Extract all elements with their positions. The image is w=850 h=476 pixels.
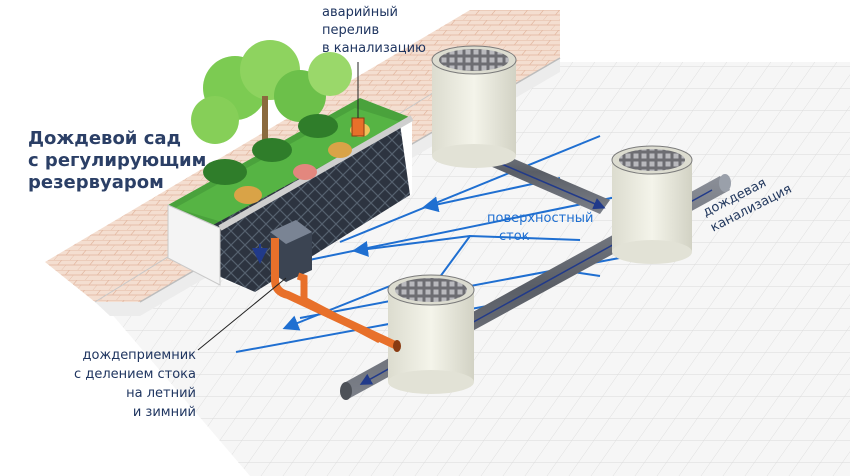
vegetation: [191, 40, 370, 204]
title-line-1: Дождевой сад: [28, 128, 182, 149]
inlet-line-4: и зимний: [132, 405, 196, 420]
well-bottom: [387, 274, 475, 394]
surface-runoff-label: поверхностный сток: [487, 210, 593, 246]
inlet-label: дождеприемник с делением стока на летний…: [30, 346, 196, 422]
title-line-3: резервуаром: [28, 172, 164, 193]
title-line-2: с регулирующим: [28, 150, 207, 171]
diagram-title: Дождевой сад с регулирующим резервуаром: [28, 128, 206, 194]
overflow-standpipe: [351, 62, 365, 137]
well-middle-right: [611, 145, 693, 264]
overflow-line-2: перелив: [322, 23, 380, 38]
overflow-label: аварийный перелив в канализацию: [322, 4, 426, 58]
well-top-right: [431, 45, 517, 168]
surface-line-1: поверхностный: [487, 211, 594, 226]
surface-line-2: сток: [499, 229, 530, 244]
overflow-line-1: аварийный: [322, 5, 398, 20]
inlet-line-1: дождеприемник: [82, 348, 196, 363]
inlet-line-2: с делением стока: [74, 367, 196, 382]
rain-inlet: [197, 220, 401, 352]
overflow-line-3: в канализацию: [322, 41, 426, 56]
inlet-line-3: на летний: [126, 386, 196, 401]
